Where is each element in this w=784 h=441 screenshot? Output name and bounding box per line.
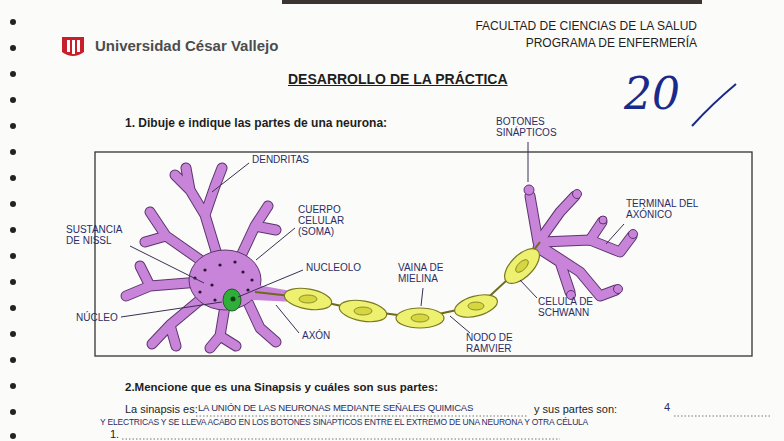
prompt-text: La sinapsis es: (125, 403, 198, 415)
top-bar (282, 0, 702, 4)
part-label: SUSTANCIA DE NISSL (66, 224, 130, 246)
question-text: 1. Dibuje e indique las partes de una ne… (125, 117, 445, 130)
grade-slash (692, 84, 736, 126)
handwritten-answer: 4 (664, 401, 676, 413)
binder-holes (10, 19, 16, 439)
leader-lines (121, 142, 624, 333)
neuron-illustration (126, 168, 638, 348)
program-heading: PROGRAMA DE ENFERMERÍA (430, 37, 697, 50)
faculty-heading: FACULTAD DE CIENCIAS DE LA SALUD (430, 20, 697, 33)
part-label: VAINA DE MIELINA (398, 262, 468, 284)
part-label: TERMINAL DEL AXÓNICO (626, 198, 726, 220)
part-label: BOTONES SINÁPTICOS (496, 116, 586, 138)
drawing-frame (95, 152, 752, 356)
part-label: AXÓN (302, 330, 352, 341)
question-text: 2.Mencione que es una Sinapsis y cuáles … (125, 381, 545, 394)
part-label: CUERPO CELULAR (SOMA) (298, 204, 356, 237)
grade-mark: 20 (624, 70, 694, 118)
handwritten-answer: LA UNIÓN DE LAS NEURONAS MEDIANTE SEÑALE… (198, 403, 473, 413)
section-title: DESARROLLO DE LA PRÁCTICA (288, 72, 508, 87)
handwritten-answer: Y ELECTRICAS Y SE LLEVA ACABO EN LOS BOT… (100, 418, 778, 427)
university-name: Universidad César Vallejo (95, 38, 305, 55)
part-label: NÚCLEO (76, 312, 122, 323)
part-label: CELULA DE SCHWANN (538, 296, 614, 318)
part-label: NODO DE RAMVIER (466, 332, 536, 354)
part-label: DENDRITAS (252, 154, 342, 165)
list-number: 1. (110, 428, 130, 440)
part-label: NUCLEOLO (306, 262, 386, 273)
prompt-text: y sus partes son: (534, 403, 617, 415)
university-logo (62, 37, 84, 56)
